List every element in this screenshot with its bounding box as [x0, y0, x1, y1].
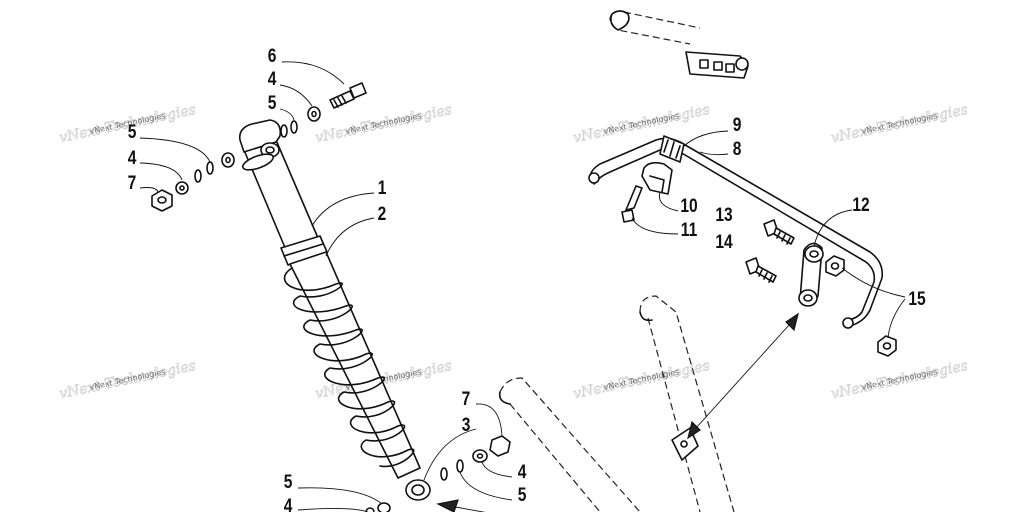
callout-number-c4b: 4: [128, 147, 137, 169]
callout-number-c11: 11: [681, 219, 698, 241]
link-nut-upper: [825, 255, 845, 277]
callout-number-c2: 2: [378, 203, 387, 225]
sway-bar-assembly: [588, 10, 897, 512]
callout-number-c6a: 6: [268, 45, 277, 67]
callout-number-c7a: 7: [128, 172, 137, 194]
washer: [307, 106, 321, 122]
link-bolt-upper: [763, 219, 795, 245]
sway-bar-link: [798, 242, 824, 307]
callout-number-c15: 15: [908, 288, 926, 310]
callout-number-c3: 3: [462, 414, 471, 436]
callout-number-c4a: 4: [268, 68, 277, 90]
callout-number-c8: 8: [733, 138, 742, 160]
callout-number-c12: 12: [852, 194, 869, 216]
coil-spring: [283, 267, 415, 468]
callout-number-c14: 14: [715, 231, 733, 253]
callout-number-c10: 10: [680, 195, 697, 217]
callout-number-c7b: 7: [462, 388, 471, 410]
link-mount-arrow: [687, 312, 799, 440]
a-arm-frame: [498, 377, 641, 512]
sway-bar-bushing: [659, 135, 685, 163]
link-nut-lower: [877, 335, 897, 357]
upper-bolt: [329, 82, 367, 109]
callout-number-c1: 1: [378, 177, 387, 199]
callout-number-c9: 9: [733, 114, 742, 136]
lower-mount-arrow: [436, 499, 486, 512]
callout-number-c5c: 5: [518, 484, 527, 506]
flange-nut: [151, 189, 173, 212]
snap-ring: [290, 120, 298, 134]
callout-number-c5d: 5: [284, 471, 293, 493]
leader-lines: [139, 61, 906, 512]
callout-number-c13: 13: [715, 204, 733, 226]
callout-number-c5b: 5: [128, 121, 137, 143]
callout-number-c5a: 5: [268, 92, 277, 114]
shock-absorber-assembly: [151, 82, 511, 512]
link-bolt-lower: [745, 257, 777, 283]
callout-number-c4d: 4: [284, 495, 293, 512]
shock-body: [238, 119, 431, 501]
callout-number-c4c: 4: [518, 461, 527, 483]
